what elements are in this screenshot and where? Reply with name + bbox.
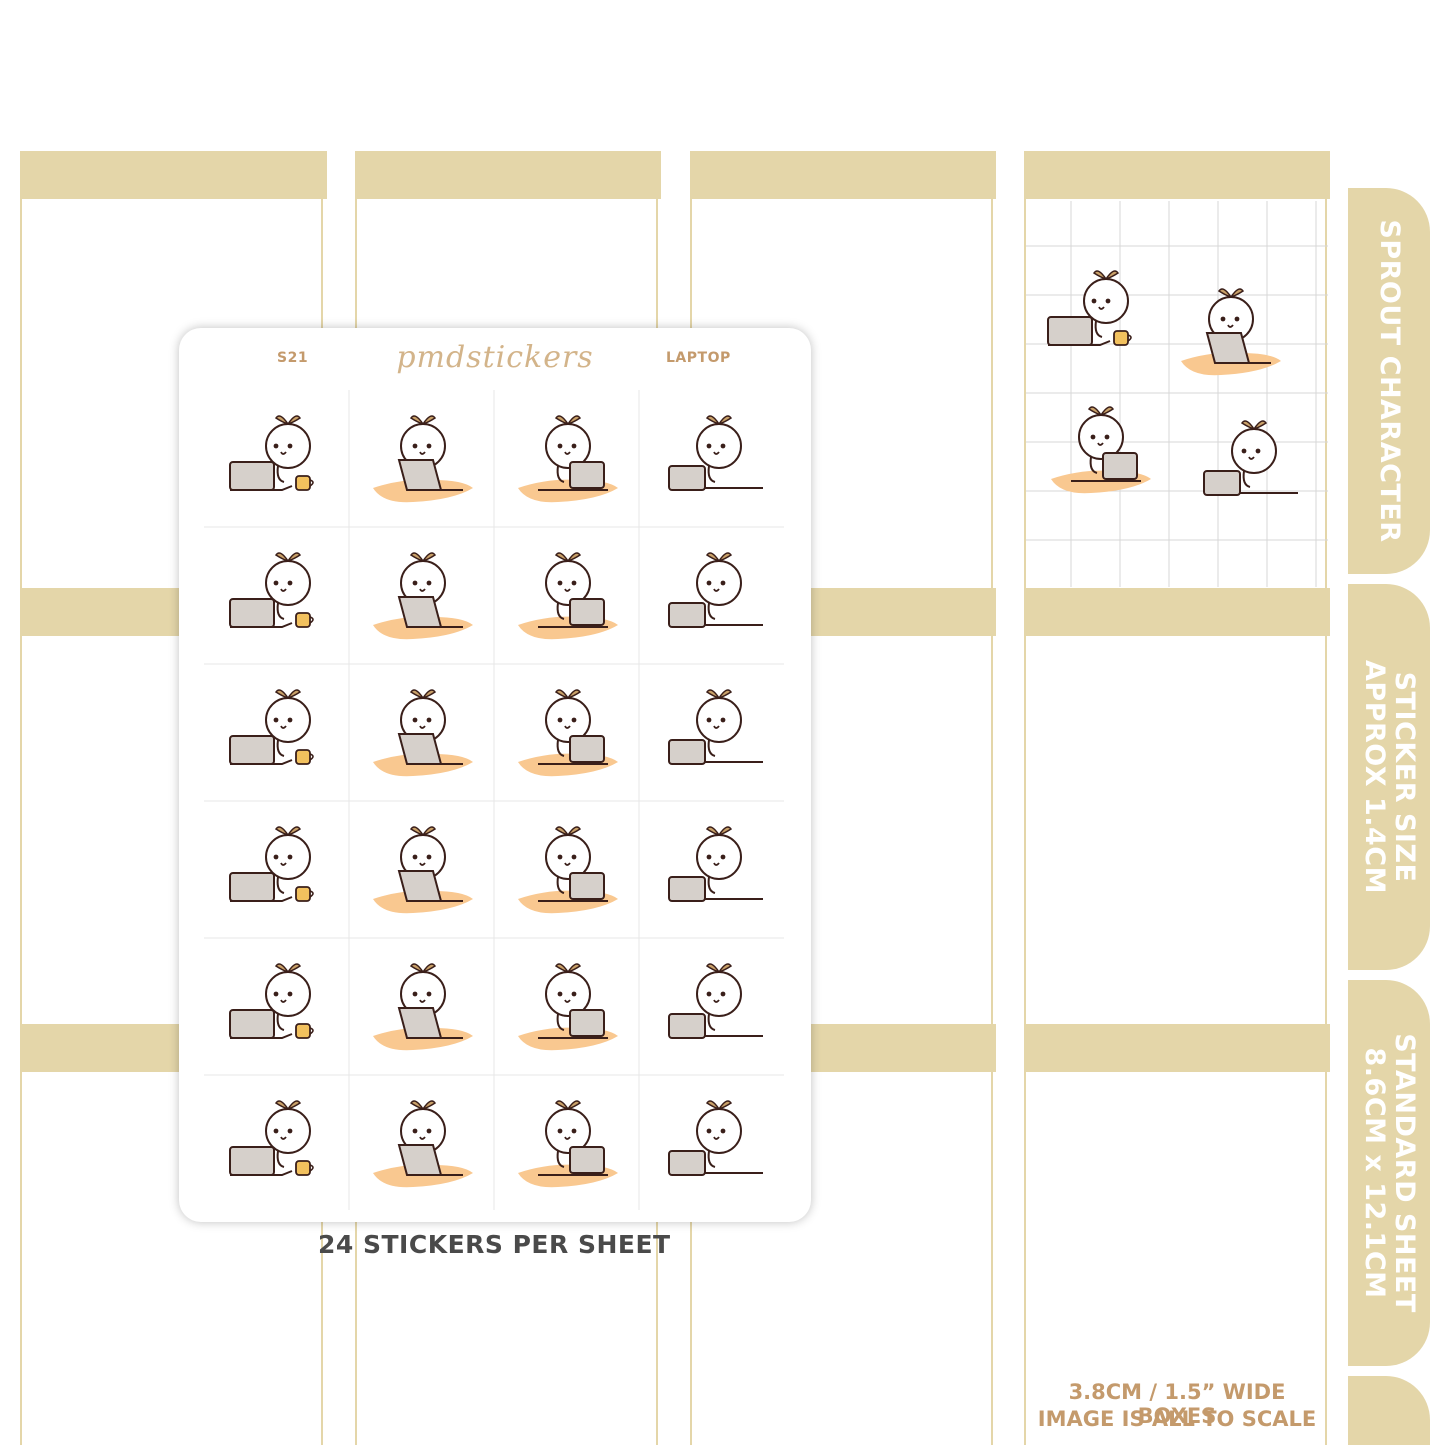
sprout-laptop-front-sticker [518,826,618,914]
sprout-laptop-front-sticker [1051,406,1151,494]
sprout-laptop-side-sticker [668,826,763,902]
sprout-laptop-desk-sticker [1181,288,1281,376]
planner-header-band [1024,1024,1330,1072]
sprout-laptop-desk-sticker [373,1100,473,1188]
sprout-laptop-side-sticker [1203,420,1298,496]
sprout-laptop-side-sticker [668,552,763,628]
sprout-laptop-desk-sticker [373,689,473,777]
sticker-count: 24 STICKERS PER SHEET [318,1230,671,1259]
sprout-laptop-coffee-sticker [229,415,314,491]
planner-header-band [1024,151,1330,199]
tab-label: APPROX 1.4CM [1359,660,1390,894]
sprout-laptop-desk-sticker [373,826,473,914]
tab-sprout-character: SPROUT CHARACTER [1348,188,1430,574]
preview-stickers [1026,201,1328,587]
sprout-laptop-front-sticker [518,963,618,1051]
sprout-laptop-front-sticker [518,689,618,777]
sprout-laptop-coffee-sticker [229,1100,314,1176]
sprout-laptop-side-sticker [668,1100,763,1176]
brand-logo: pmdstickers [396,340,594,375]
planner-header-band [690,151,996,199]
sprout-laptop-side-sticker [668,689,763,765]
sticker-grid [204,390,784,1210]
sprout-laptop-coffee-sticker [229,963,314,1039]
tab-label: STANDARD SHEET [1389,1033,1420,1313]
tab-label: STICKER SIZE [1389,671,1420,883]
scale-note: IMAGE IS ALL TO SCALE [1037,1407,1317,1431]
sprout-laptop-coffee-sticker [1047,270,1132,346]
sprout-laptop-front-sticker [518,415,618,503]
sprout-laptop-front-sticker [518,552,618,640]
tab-extra [1348,1376,1430,1445]
planner-column-4 [1024,151,1327,1445]
sprout-laptop-coffee-sticker [229,689,314,765]
tab-sticker-size: STICKER SIZE APPROX 1.4CM [1348,584,1430,970]
sheet-name: LAPTOP [666,350,731,366]
tab-standard-sheet: STANDARD SHEET 8.6CM x 12.1CM [1348,980,1430,1366]
box-width-note: 3.8CM / 1.5” WIDE BOXES [1068,1380,1286,1428]
sheet-code: S21 [277,350,309,366]
sprout-laptop-front-sticker [518,1100,618,1188]
sprout-laptop-coffee-sticker [229,826,314,902]
sprout-laptop-desk-sticker [373,415,473,503]
sprout-laptop-coffee-sticker [229,552,314,628]
planner-header-band [355,151,661,199]
sticker-sheet: S21 pmdstickers LAPTOP [179,328,811,1222]
tab-label: SPROUT CHARACTER [1374,219,1405,543]
sprout-laptop-desk-sticker [373,963,473,1051]
sprout-laptop-desk-sticker [373,552,473,640]
planner-preview-grid [1026,201,1328,587]
planner-header-band [1024,588,1330,636]
tab-label: 8.6CM x 12.1CM [1359,1047,1390,1299]
sprout-laptop-side-sticker [668,963,763,1039]
planner-header-band [20,151,327,199]
sprout-laptop-side-sticker [668,415,763,491]
